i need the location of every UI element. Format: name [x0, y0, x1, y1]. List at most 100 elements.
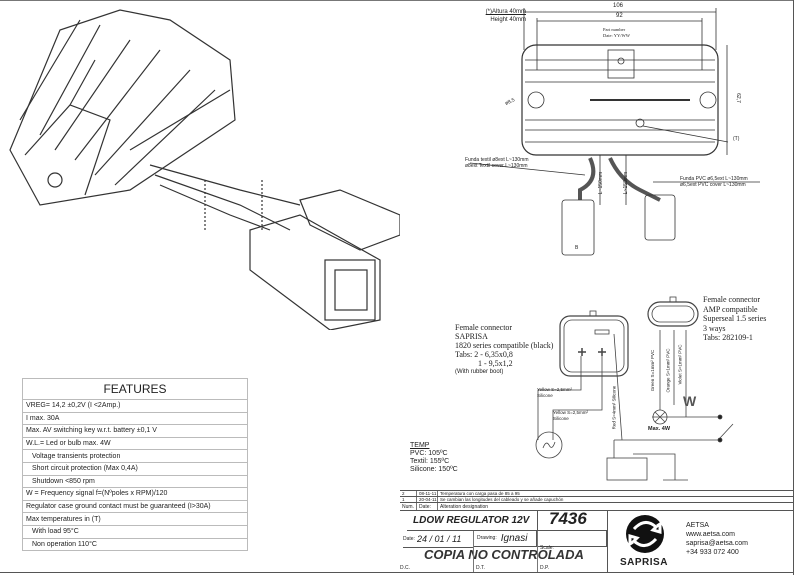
amp-brand: AMP compatible — [703, 304, 758, 314]
revision-header: Num. Date: Alteration designation — [400, 502, 793, 511]
frame-line — [793, 0, 794, 575]
feature-text: Non operation 110°C — [22, 537, 248, 552]
features-title: FEATURES — [22, 378, 248, 400]
company-email[interactable]: saprisa@aetsa.com — [686, 540, 748, 547]
drawing-label: Drawing: — [477, 535, 497, 541]
saprisa-boot: (With rubber boot) — [455, 369, 504, 375]
regulator-body — [521, 44, 719, 156]
saprisa-logo-text: SAPRISA — [620, 557, 668, 568]
height-note: (*)Altura 40mm Height 40mm — [476, 8, 526, 24]
amp-ways: 3 ways — [703, 323, 726, 333]
part-number-value: 7436 — [549, 509, 587, 528]
wire-yellow-2: Yellow S=2,5mm² — [553, 410, 588, 415]
connector-saprisa-iso — [249, 214, 381, 330]
amp-series: Superseal 1.5 series — [703, 314, 767, 323]
amp-title: Female connector — [703, 295, 761, 304]
feature-row: VREG= 14,2 ±0,2V (I <2Amp.) — [22, 399, 248, 413]
wiring-diagram — [535, 296, 734, 481]
feature-row: Max temperatures in (T) — [22, 512, 248, 526]
warning-lamp — [652, 409, 668, 425]
regulator-isometric-drawing — [9, 9, 400, 330]
feature-row: Short circuit protection (Max 0,4A) — [22, 461, 248, 476]
dimension-label-106: 106 — [613, 3, 624, 9]
regulator-plan-view — [469, 8, 760, 256]
alternator-symbol — [535, 431, 563, 459]
saprisa-logo: SAPRISA — [620, 513, 670, 571]
heatsink-fins — [9, 9, 236, 206]
wire-yellow-1: Yellow S=2,5mm² — [537, 387, 572, 392]
saprisa-tabs-2: 1 - 9,5x1,2 — [478, 359, 513, 368]
feature-text: Shutdown <850 rpm — [22, 474, 248, 489]
drawing-cell: Drawing: Ignasi — [474, 531, 537, 547]
revision-head-date: Date: — [417, 503, 438, 511]
feature-row: W.L.= Led or bulb max. 4W — [22, 436, 248, 451]
cable-right-en: ø6,5ext PVC cover L~130mm — [680, 182, 746, 188]
dimension-label-92: 92 — [616, 13, 623, 19]
feature-text: Max temperatures in (T) — [22, 512, 248, 526]
feature-row: Max. AV switching key w.r.t. battery ±0,… — [22, 424, 248, 438]
connector-amp-plan — [644, 194, 676, 241]
dt-label: D.T. — [476, 565, 485, 571]
cable-left-label: Funda textil ø8ext L~130mm ø8ext Textil … — [465, 157, 529, 169]
scale-cell: Scale: — [537, 531, 607, 551]
feature-text: Short circuit protection (Max 0,4A) — [22, 461, 248, 476]
connector-b-label: B — [575, 245, 579, 251]
revision-row: 1 20-04-11 Se cambian las longitudes del… — [400, 496, 793, 503]
revision-head-desc: Alteration designation — [440, 504, 489, 510]
feature-text: VREG= 14,2 ±0,2V (I <2Amp.) — [22, 399, 248, 413]
w-terminal-label: W — [683, 393, 697, 409]
feature-row: Non operation 110°C — [22, 537, 248, 552]
cable-left-en: ø8ext Textil cover L~130mm — [465, 163, 528, 169]
lamp-label: Max. 4W — [648, 426, 671, 432]
wire-orange-label: Orange S=1mm² PVC — [665, 348, 671, 393]
feature-row: With load 95°C — [22, 524, 248, 539]
battery — [606, 457, 648, 481]
wire-violet-label: Violet S=1mm² PVC — [677, 344, 683, 385]
part-name: LDOW REGULATOR 12V — [413, 515, 530, 526]
saprisa-series: 1820 series compatible (black) — [455, 341, 554, 350]
saprisa-tabs-1: Tabs: 2 - 6,35x0,8 — [455, 350, 513, 359]
saprisa-title: Female connector — [455, 323, 513, 332]
features-table: FEATURES VREG= 14,2 ±0,2V (I <2Amp.)I ma… — [22, 378, 248, 552]
cable-left-es: Funda textil ø8ext L~130mm — [465, 157, 529, 163]
connector-b-plan — [561, 199, 595, 256]
uncontrolled-copy-stamp: COPIA NO CONTROLADA — [424, 547, 584, 562]
wire-silicone-1: Silicone — [537, 392, 553, 398]
cable-right-label: Funda PVC ø6,5ext L~130mm ø6,5ext PVC co… — [680, 176, 748, 188]
frame-line — [0, 0, 794, 1]
revision-head-num: Num. — [400, 503, 417, 511]
saprisa-brand: SAPRISA — [455, 332, 488, 341]
revision-desc: Se cambian las longitudes del cableado y… — [440, 497, 564, 502]
company-website[interactable]: www.aetsa.com — [686, 531, 736, 538]
amp-connector-spec: Female connector AMP compatible Supersea… — [703, 295, 766, 343]
cables — [149, 164, 301, 231]
title-cell: LDOW REGULATOR 12V — [407, 510, 538, 531]
temp-silicone: Silicone: 150ºC — [410, 466, 458, 473]
feature-text: Regulator case ground contact must be gu… — [22, 499, 248, 514]
revision-date: 20-04-11 — [419, 497, 438, 503]
date-value: 24 / 01 / 11 — [416, 533, 462, 544]
frame-line — [0, 572, 794, 573]
revision-row: 2 08-11-11 Temperatura con carga pasa de… — [400, 490, 793, 497]
number-cell: 7436 — [537, 510, 608, 531]
saprisa-connector-face — [559, 315, 629, 377]
revision-desc: Temperatura con carga pasa de 85 a 95 — [440, 491, 520, 496]
feature-row: I max. 30A — [22, 411, 248, 426]
company-phone: +34 933 072 400 — [686, 549, 739, 556]
feature-text: With load 95°C — [22, 524, 248, 539]
revision-num: 1 — [400, 497, 417, 503]
date-code: Date: YY/WW — [603, 33, 630, 38]
amp-tabs: Tabs: 282109-1 — [703, 333, 753, 342]
temp-textil: Textil: 155ºC — [410, 458, 450, 465]
feature-row: Voltage transients protection — [22, 449, 248, 463]
revision-date: 08-11-11 — [419, 491, 438, 497]
feature-text: I max. 30A — [22, 411, 248, 426]
feature-row: Regulator case ground contact must be gu… — [22, 499, 248, 514]
cable-right-es: Funda PVC ø6,5ext L~130mm — [680, 176, 748, 182]
dc-label: D.C. — [400, 565, 410, 571]
connector-amp-iso — [299, 189, 400, 251]
temp-point-label: (T) — [733, 136, 740, 142]
feature-text: Max. AV switching key w.r.t. battery ±0,… — [22, 424, 248, 438]
